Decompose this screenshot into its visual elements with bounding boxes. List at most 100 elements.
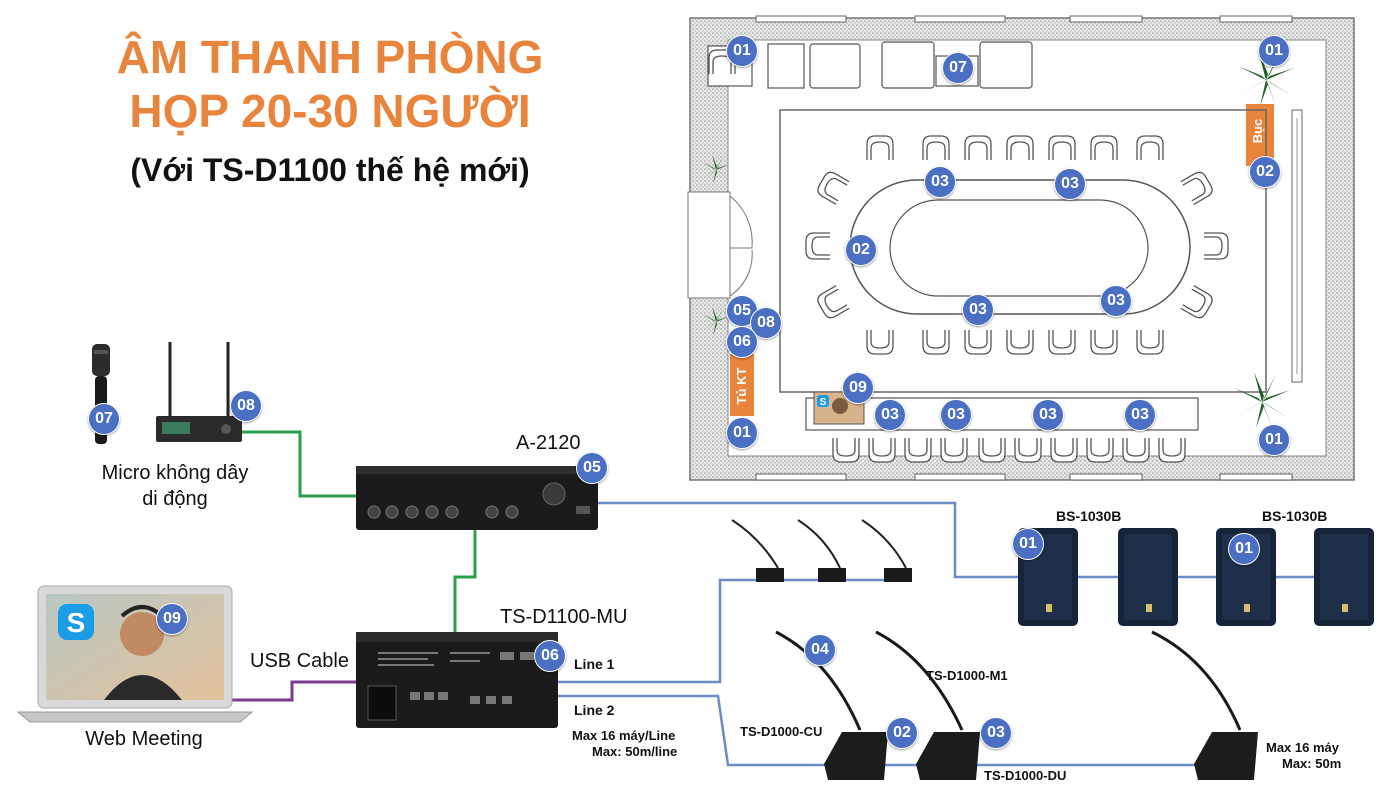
plant-icon-bottom-right (1234, 372, 1290, 428)
wire-usb (230, 680, 356, 702)
badge-speaker-right: 01 (1228, 533, 1260, 565)
central-unit-icon (356, 632, 558, 728)
podium (1246, 104, 1274, 166)
wireless-label-line-1: Micro không dây (101, 462, 249, 484)
delegate-m1-label: TS-D1000-M1 (926, 668, 1008, 683)
badge-floor-chairman: 02 (845, 234, 877, 266)
wire-amplifier-mixer (453, 530, 477, 632)
page-title-line-1: ÂM THANH PHÒNG (116, 31, 544, 83)
speaker-icon-4 (1314, 528, 1374, 626)
wireless-receiver-icon (156, 342, 242, 442)
badge-amplifier: 05 (576, 452, 608, 484)
page-title-line-2: HỌP 20-30 NGƯỜI (129, 85, 531, 137)
chair-29 (1158, 438, 1186, 463)
chair-12 (1090, 330, 1118, 355)
chain-limit-2: Max: 50m (1282, 756, 1342, 771)
badge-floor-laptop: 09 (842, 372, 874, 404)
chair-9 (964, 330, 992, 355)
speaker-icon-2 (1118, 528, 1178, 626)
windows-top (755, 15, 1293, 481)
badge-speaker-left: 01 (1012, 528, 1044, 560)
chair-18 (1204, 232, 1229, 260)
oval-table-inner (889, 199, 1149, 297)
door (687, 191, 731, 299)
chain-limit-1: Max 16 máy (1266, 740, 1339, 755)
line-limit-2: Max: 50m/line (592, 744, 678, 759)
badge-floor-delegate-4: 03 (1100, 285, 1132, 317)
plant-icon-left-top (702, 154, 730, 184)
chair-2 (964, 135, 992, 160)
chair-3 (1006, 135, 1034, 160)
amplifier-label: A-2120 (516, 432, 581, 454)
chair-0 (866, 135, 894, 160)
badge-floor-delegate-5: 03 (874, 399, 906, 431)
chair-28 (1122, 438, 1150, 463)
chair-14 (817, 171, 850, 205)
amplifier-icon (356, 466, 598, 530)
chair-25 (1014, 438, 1042, 463)
speaker-label-left: BS-1030B (1056, 508, 1122, 524)
central-unit-label: TS-D1100-MU (500, 606, 628, 628)
badge-floor-speaker-4: 01 (1258, 424, 1290, 456)
usb-cable-label: USB Cable (250, 650, 349, 672)
chair-11 (1048, 330, 1076, 355)
badge-floor-speaker-1: 01 (726, 35, 758, 67)
badge-floor-delegate-3: 03 (962, 294, 994, 326)
wire-line-2 (558, 694, 1250, 767)
chair-19 (1180, 285, 1213, 319)
badge-floor-receiver: 08 (750, 307, 782, 339)
badge-floor-delegate-6: 03 (940, 399, 972, 431)
badge-laptop: 09 (156, 603, 188, 635)
badge-floor-lounge: 07 (942, 52, 974, 84)
cabinet-label: Tủ KT (734, 368, 749, 405)
chair-13 (1136, 330, 1164, 355)
chair-15 (805, 232, 830, 260)
chair-16 (817, 285, 850, 319)
badge-gooseneck: 04 (804, 634, 836, 666)
line-limit-1: Max 16 máy/Line (572, 728, 676, 743)
laptop-label: Web Meeting (85, 728, 203, 750)
chair-6 (1136, 135, 1164, 160)
chair-17 (1180, 171, 1213, 205)
small-mic-icon-1 (731, 519, 784, 582)
speaker-label-right: BS-1030B (1262, 508, 1328, 524)
chairman-unit-label: TS-D1000-CU (740, 724, 823, 739)
badge-floor-delegate-1: 03 (924, 166, 956, 198)
table-area (779, 109, 1267, 393)
badge-floor-delegate-7: 03 (1032, 399, 1064, 431)
line-1-label: Line 1 (574, 656, 615, 672)
svg-text:S: S (820, 397, 827, 408)
badge-floor-speaker-2: 01 (1258, 35, 1290, 67)
chair-10 (1006, 330, 1034, 355)
chair-5 (1090, 135, 1118, 160)
small-mic-icon-3 (861, 519, 912, 582)
laptop-icon: S (16, 585, 254, 723)
delegate-unit-icon-2 (1151, 630, 1258, 780)
delegate-unit-icon-1 (875, 630, 980, 780)
chair-24 (978, 438, 1006, 463)
small-mic-icon-2 (797, 519, 846, 582)
page-subtitle: (Với TS-D1100 thế hệ mới) (130, 152, 530, 188)
chair-20 (832, 438, 860, 463)
equipment-cabinet (730, 354, 754, 416)
chairman-unit-icon (775, 630, 888, 780)
chairs (708, 49, 1229, 463)
badge-floor-delegate-8: 03 (1124, 399, 1156, 431)
badge-receiver: 08 (230, 390, 262, 422)
delegate-du-label: TS-D1000-DU (984, 768, 1067, 783)
wireless-label-line-2: di động (142, 488, 208, 510)
badge-delegate-m1: 03 (980, 717, 1012, 749)
chair-21 (868, 438, 896, 463)
chair-26 (1050, 438, 1078, 463)
chair-8 (922, 330, 950, 355)
chair-27 (1086, 438, 1114, 463)
wire-line-1 (558, 578, 910, 684)
wire-receiver-amplifier (240, 430, 356, 498)
podium-label: Bục (1250, 119, 1265, 144)
badge-chairman-unit: 02 (886, 717, 918, 749)
badge-floor-central-unit: 06 (726, 326, 758, 358)
line-2-label: Line 2 (574, 702, 615, 718)
chair-23 (940, 438, 968, 463)
